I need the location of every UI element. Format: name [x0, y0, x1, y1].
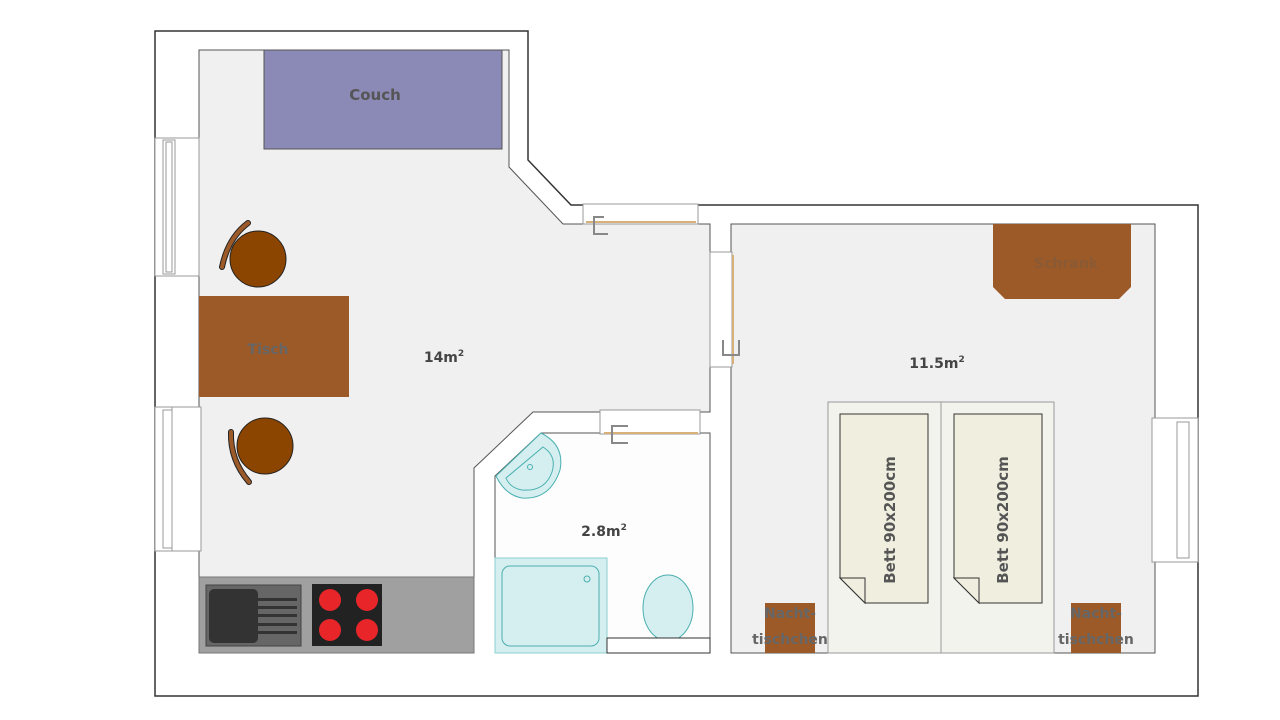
bed-right: Bett 90x200cm [952, 413, 1043, 605]
nightstand-left: Nacht- tischchen [752, 603, 828, 653]
nightstand-right: Nacht- tischchen [1058, 603, 1134, 653]
svg-text:Nacht-: Nacht- [764, 606, 816, 622]
wardrobe [993, 224, 1131, 299]
svg-text:tischchen: tischchen [1058, 632, 1134, 648]
wardrobe-label: Schrank [1034, 256, 1099, 272]
bed-right-label: Bett 90x200cm [994, 456, 1012, 584]
bed-left-label: Bett 90x200cm [881, 456, 899, 584]
bedroom-area: 11.5m2 [909, 355, 964, 372]
stove [312, 584, 382, 646]
door-bathroom [599, 409, 701, 444]
couch [263, 49, 503, 150]
svg-text:tischchen: tischchen [752, 632, 828, 648]
toilet-tank [606, 637, 711, 654]
toilet [642, 574, 694, 642]
washbasin [495, 432, 562, 499]
window-left-top [154, 137, 200, 277]
window-left-bottom [154, 406, 202, 552]
chair-bottom [227, 417, 294, 485]
window-right [1151, 417, 1199, 563]
table-label: Tisch [248, 342, 289, 358]
couch-label: Couch [349, 86, 401, 104]
svg-text:Nacht-: Nacht- [1070, 606, 1122, 622]
bed-left: Bett 90x200cm [838, 413, 929, 605]
door-living-bedroom [709, 251, 740, 368]
table [199, 296, 349, 397]
window-top [582, 203, 699, 235]
living-room-area: 14m2 [424, 349, 464, 366]
chair-top [219, 220, 287, 288]
shower [494, 557, 608, 654]
kitchen-sink [205, 584, 302, 647]
bathroom-area: 2.8m2 [581, 523, 627, 540]
